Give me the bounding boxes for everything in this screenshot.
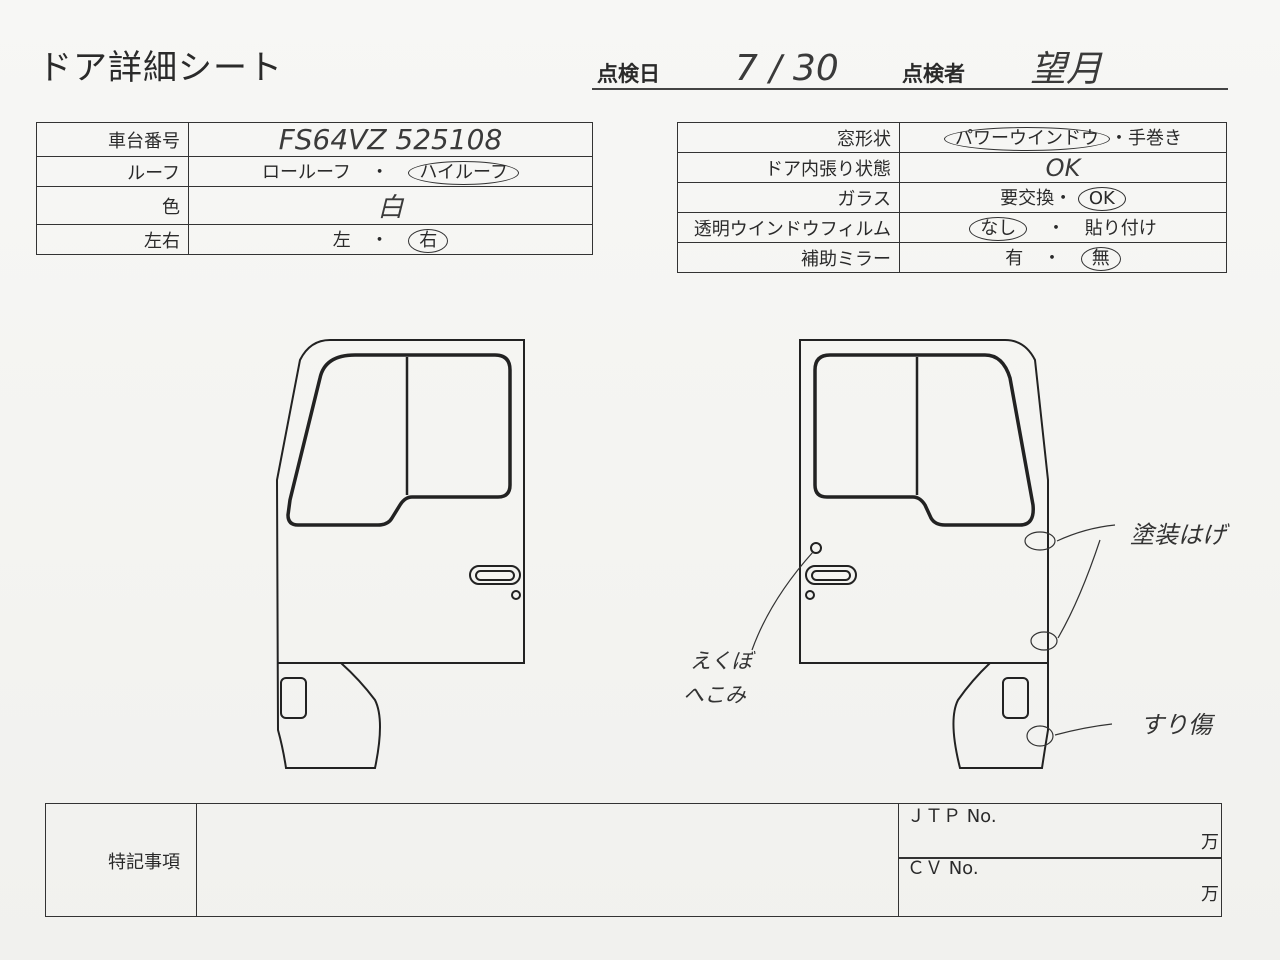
dent-note-line1: えくぼ xyxy=(690,649,753,673)
left-door-drawing xyxy=(275,339,525,769)
chassis-number-value: FS64VZ 525108 xyxy=(188,122,593,157)
table-row: 窓形状 パワーウインドウ・手巻き xyxy=(677,122,1227,153)
film-option-applied: 貼り付け xyxy=(1084,218,1157,239)
cv-unit: 万 xyxy=(1201,884,1219,905)
footer-divider xyxy=(898,857,1221,859)
mirror-option-yes: 有 xyxy=(1005,248,1024,269)
glass-option-replace: 要交換 xyxy=(1000,188,1055,209)
notes-label: 特記事項 xyxy=(108,852,180,873)
door-condition-table: 窓形状 パワーウインドウ・手巻き ドア内張り状態 OK ガラス 要交換・ OK … xyxy=(677,122,1227,273)
table-row: ガラス 要交換・ OK xyxy=(677,182,1227,213)
table-row: 透明ウインドウフィルム なし ・ 貼り付け xyxy=(677,212,1227,243)
side-options: 左 ・ 右 xyxy=(188,224,593,255)
cv-number-label: ＣＶ No. xyxy=(907,858,979,879)
side-option-right-circled: 右 xyxy=(408,229,449,253)
header-underline xyxy=(592,88,1228,90)
chassis-number-label: 車台番号 xyxy=(36,122,189,157)
window-type-options: パワーウインドウ・手巻き xyxy=(899,122,1227,153)
side-option-left: 左 xyxy=(332,230,351,251)
mirror-option-no-circled: 無 xyxy=(1080,247,1121,271)
glass-label: ガラス xyxy=(677,182,900,213)
date-value: 7 / 30 xyxy=(735,48,839,89)
aux-mirror-options: 有 ・ 無 xyxy=(899,242,1227,273)
dent-note-line2: へこみ xyxy=(683,683,746,707)
jtp-number-label: ＪＴＰ No. xyxy=(907,806,997,827)
interior-trim-label: ドア内張り状態 xyxy=(677,152,900,183)
inspector-value: 望月 xyxy=(1030,49,1103,90)
window-film-options: なし ・ 貼り付け xyxy=(899,212,1227,243)
date-label: 点検日 xyxy=(597,62,660,86)
roof-options: ロールーフ ・ ハイルーフ xyxy=(188,156,593,187)
film-option-none-circled: なし xyxy=(969,217,1028,241)
jtp-unit: 万 xyxy=(1201,832,1219,853)
notes-label-cell: 特記事項 xyxy=(46,804,197,916)
table-row: 左右 左 ・ 右 xyxy=(36,224,593,255)
table-row: ドア内張り状態 OK xyxy=(677,152,1227,183)
window-type-label: 窓形状 xyxy=(677,122,900,153)
roof-option-low: ロールーフ xyxy=(262,162,351,183)
window-option-manual: 手巻き xyxy=(1128,128,1182,149)
paint-peel-note: 塗装はげ xyxy=(1130,521,1226,549)
page-title: ドア詳細シート xyxy=(38,48,283,88)
interior-trim-value: OK xyxy=(899,152,1227,183)
right-door-drawing xyxy=(799,339,1049,769)
color-label: 色 xyxy=(36,186,189,225)
scratch-note: すり傷 xyxy=(1140,711,1212,739)
aux-mirror-label: 補助ミラー xyxy=(677,242,900,273)
roof-label: ルーフ xyxy=(36,156,189,187)
window-film-label: 透明ウインドウフィルム xyxy=(677,212,900,243)
table-row: 車台番号 FS64VZ 525108 xyxy=(36,122,593,157)
window-option-power-circled: パワーウインドウ xyxy=(944,127,1110,151)
table-row: ルーフ ロールーフ ・ ハイルーフ xyxy=(36,156,593,187)
inspector-label: 点検者 xyxy=(902,62,965,86)
numbers-cell: ＪＴＰ No. 万 ＣＶ No. 万 xyxy=(898,804,1222,916)
vehicle-info-table: 車台番号 FS64VZ 525108 ルーフ ロールーフ ・ ハイルーフ 色 白… xyxy=(36,122,593,255)
table-row: 色 白 xyxy=(36,186,593,225)
table-row: 補助ミラー 有 ・ 無 xyxy=(677,242,1227,273)
glass-option-ok-circled: OK xyxy=(1077,187,1126,211)
notes-section: 特記事項 ＪＴＰ No. 万 ＣＶ No. 万 xyxy=(45,803,1222,917)
side-label: 左右 xyxy=(36,224,189,255)
roof-option-high-circled: ハイルーフ xyxy=(408,161,519,185)
damage-markers xyxy=(751,524,1116,747)
